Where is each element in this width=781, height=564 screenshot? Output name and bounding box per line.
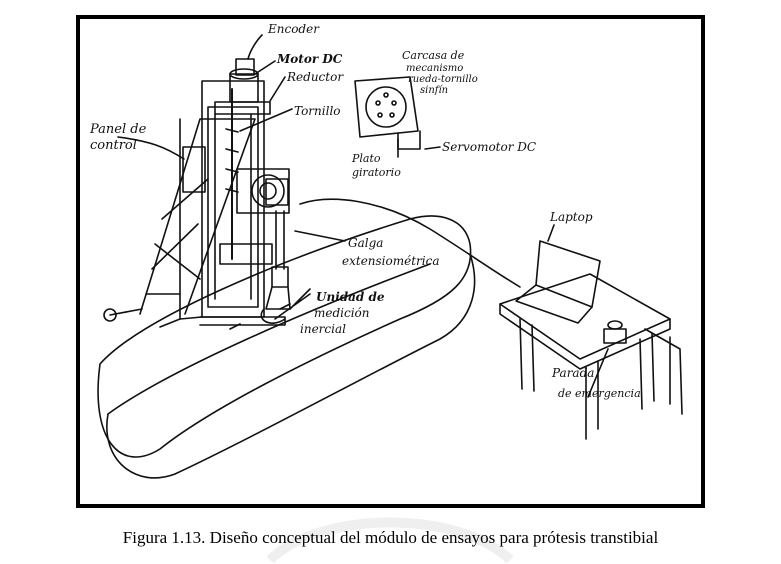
label-inercial: inercial [300, 322, 346, 336]
label-parada: Parada [551, 366, 594, 380]
motor-assembly [214, 58, 271, 115]
laptop-icon [515, 240, 601, 324]
figure-caption: Figura 1.13. Diseño conceptual del módul… [122, 528, 659, 547]
sensor-cable [299, 198, 521, 288]
conceptual-sketch: Encoder Motor DC Reductor Tornillo Panel… [89, 22, 683, 479]
label-de-emergencia: de emergencia [558, 387, 641, 400]
label-servomotor: Servomotor DC [442, 140, 536, 154]
label-medicion: medición [314, 306, 370, 320]
label-extensiometrica: extensiométrica [342, 254, 440, 268]
label-motor-dc: Motor DC [276, 52, 343, 66]
carriage-assembly [236, 168, 291, 324]
label-galga: Galga [348, 236, 383, 250]
label-tornillo: Tornillo [294, 104, 341, 118]
label-carcasa-1: Carcasa de [402, 49, 465, 62]
worm-gear-housing-inset [354, 76, 421, 150]
label-giratorio: giratorio [352, 166, 401, 179]
test-rig-frame [103, 80, 286, 328]
label-encoder: Encoder [267, 22, 320, 36]
label-plato: Plato [351, 152, 381, 165]
label-reductor: Reductor [286, 70, 344, 84]
annotation-arrows [117, 34, 609, 398]
label-laptop: Laptop [549, 210, 593, 224]
desk [499, 273, 683, 440]
emergency-stop-icon [603, 320, 627, 344]
label-carcasa-3: rueda-tornillo [408, 74, 478, 85]
treadmill-belt [97, 215, 476, 479]
label-panel-de: Panel de [89, 122, 147, 137]
figure-frame: Encoder Motor DC Reductor Tornillo Panel… [76, 15, 705, 508]
label-carcasa-2: mecanismo [406, 63, 463, 74]
watermark-logo [266, 517, 514, 564]
label-unidad-de: Unidad de [316, 290, 385, 304]
label-carcasa-4: sinfín [420, 85, 448, 96]
label-control: control [90, 138, 137, 153]
